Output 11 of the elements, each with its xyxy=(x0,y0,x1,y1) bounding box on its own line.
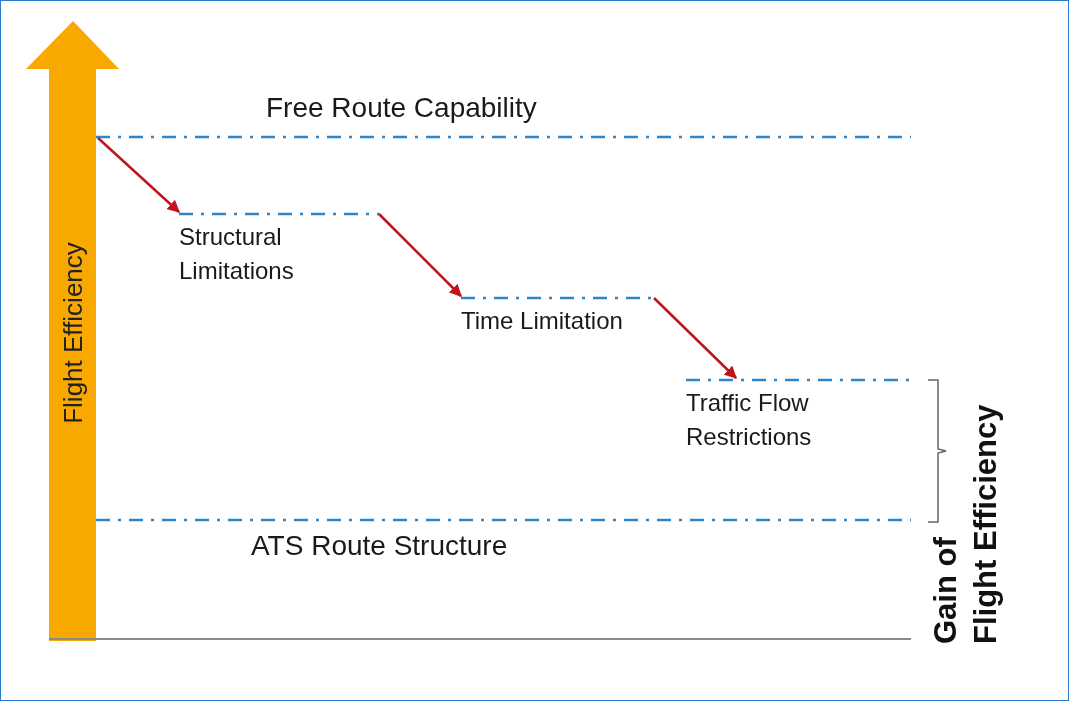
arrow xyxy=(378,213,462,297)
axis-label: Flight Efficiency xyxy=(56,242,89,424)
level-label: Time Limitation xyxy=(461,307,623,334)
level-label: ATS Route Structure xyxy=(251,530,508,561)
level-label: Structural Limitations xyxy=(179,223,294,284)
bracket-label: Gain of xyxy=(926,537,964,644)
level-label: Traffic Flow Restrictions xyxy=(686,389,812,450)
arrow xyxy=(653,297,737,379)
arrow xyxy=(97,137,180,213)
bracket-label: Flight Efficiency xyxy=(967,404,1004,644)
level-label: Free Route Capability xyxy=(266,91,537,123)
